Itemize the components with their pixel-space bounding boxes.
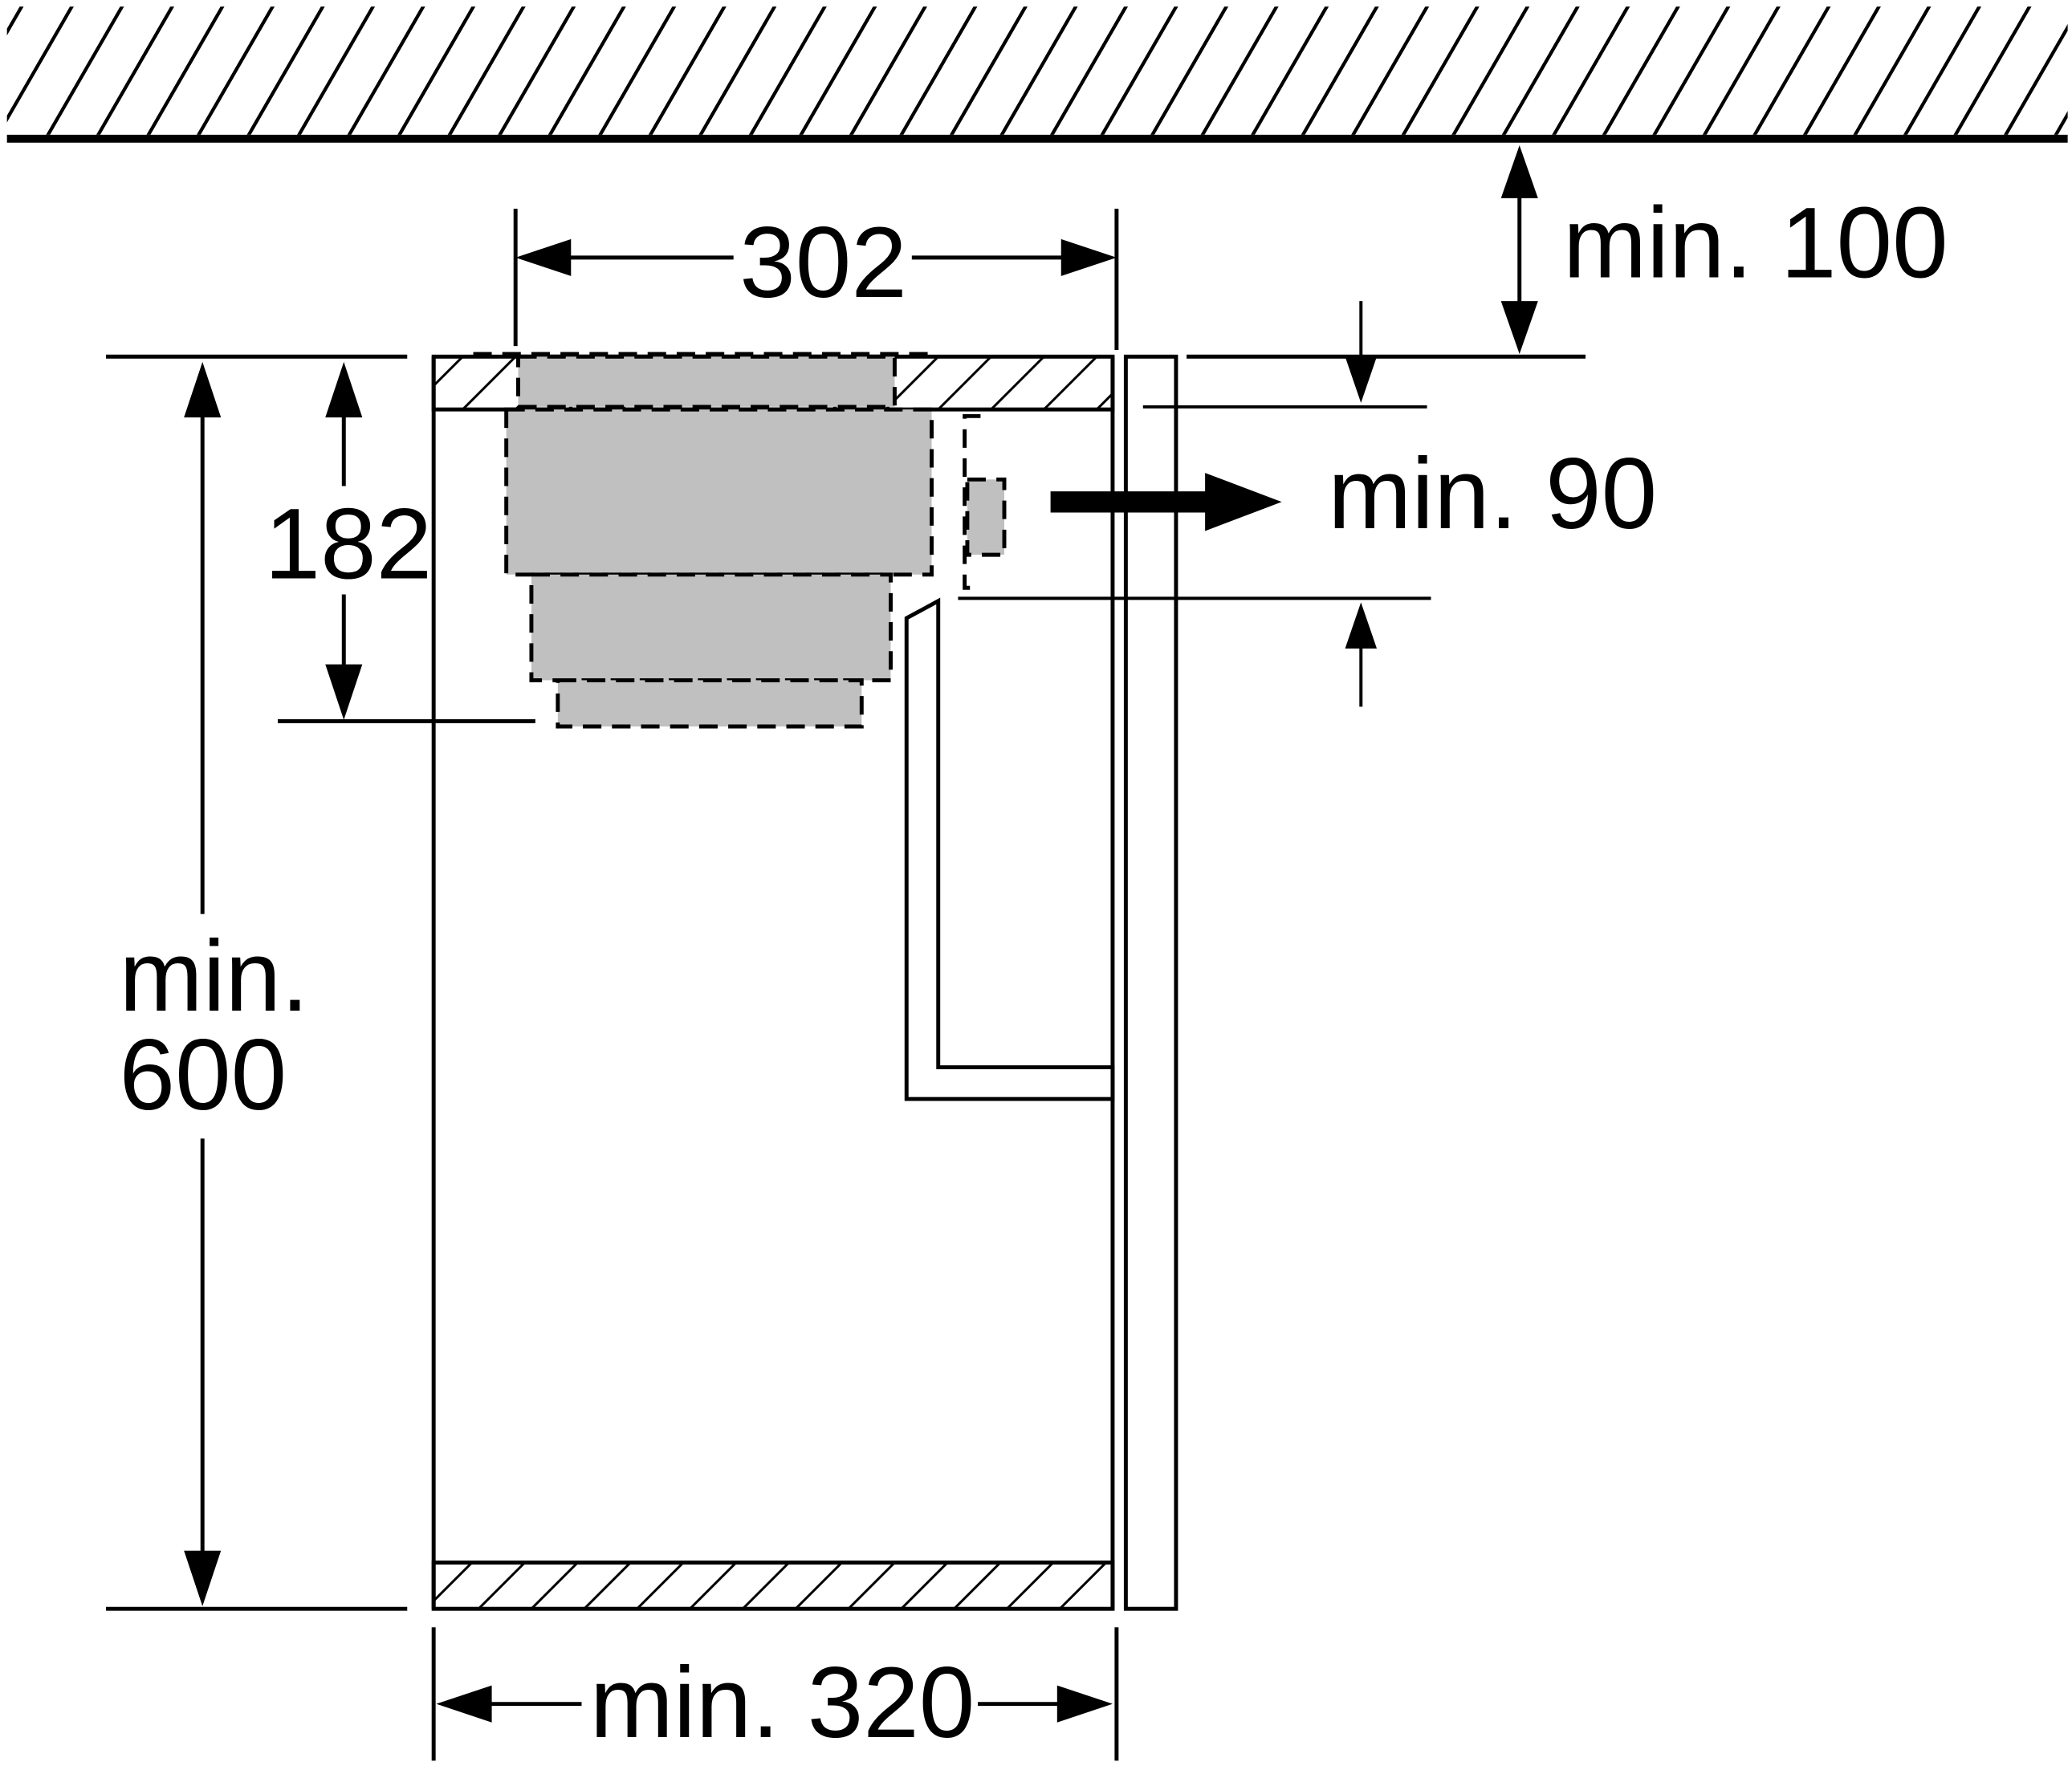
arrowhead-left-icon bbox=[515, 238, 572, 276]
dimension-cabinet-width: min. 320 bbox=[431, 1627, 1119, 1761]
arrowhead-up-icon bbox=[1345, 602, 1378, 649]
inner-trim-panel bbox=[904, 597, 1115, 1101]
dimension-cabinet-height: min. 600 bbox=[106, 354, 408, 1611]
label-cabinet-height-line1: min. bbox=[120, 921, 309, 1032]
dimension-hood-height: 182 bbox=[265, 361, 535, 723]
hood-top-section bbox=[516, 354, 897, 409]
hood-middle-section bbox=[529, 572, 893, 682]
label-height-above: min. 100 bbox=[1563, 188, 1948, 299]
arrowhead-down-icon bbox=[1345, 356, 1378, 403]
dimension-side-clearance: min. 90 bbox=[958, 301, 1657, 707]
arrowhead-right-icon bbox=[1060, 238, 1117, 276]
arrowhead-up-icon bbox=[1500, 145, 1538, 198]
airflow-arrow-icon bbox=[1205, 473, 1282, 531]
arrowhead-right-icon bbox=[1056, 1685, 1113, 1723]
label-cabinet-height-line2: 600 bbox=[120, 1019, 287, 1131]
hood-unit bbox=[473, 352, 1007, 729]
label-side-clearance: min. 90 bbox=[1328, 438, 1657, 550]
dimension-height-above: min. 100 bbox=[1187, 145, 1948, 359]
label-cabinet-width: min. 320 bbox=[590, 1647, 975, 1759]
hood-bottom-section bbox=[556, 678, 864, 729]
arrowhead-left-icon bbox=[436, 1685, 492, 1723]
cabinet-bottom-board bbox=[431, 1561, 1115, 1611]
cabinet-door bbox=[1123, 354, 1178, 1611]
arrowhead-up-icon bbox=[325, 361, 363, 417]
hood-motor-housing bbox=[504, 407, 934, 577]
arrowhead-down-icon bbox=[1500, 301, 1538, 354]
hood-side-bracket bbox=[963, 413, 981, 590]
arrowhead-up-icon bbox=[184, 361, 222, 417]
label-hood-width: 302 bbox=[739, 207, 907, 319]
ceiling bbox=[6, 6, 2068, 143]
arrowhead-down-icon bbox=[325, 664, 363, 720]
hood-outlet bbox=[965, 477, 1007, 557]
arrowhead-down-icon bbox=[184, 1550, 222, 1606]
label-hood-height: 182 bbox=[265, 489, 433, 600]
ceiling-hatching bbox=[6, 6, 2068, 135]
dimension-hood-width: 302 bbox=[513, 207, 1119, 351]
